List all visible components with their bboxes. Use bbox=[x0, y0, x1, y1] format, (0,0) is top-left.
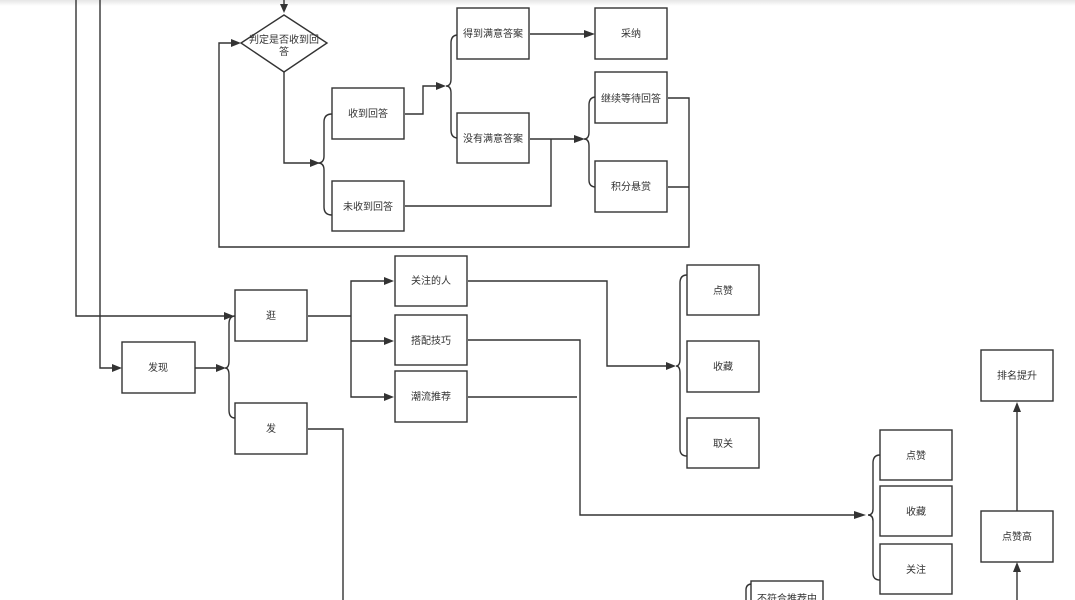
node-discover[interactable]: 发现 bbox=[121, 341, 196, 394]
node-label: 收藏 bbox=[906, 505, 926, 518]
brace-decision bbox=[317, 113, 333, 216]
node-label: 发 bbox=[266, 422, 276, 435]
node-satisfied[interactable]: 得到满意答案 bbox=[456, 7, 530, 60]
node-post[interactable]: 发 bbox=[234, 402, 308, 455]
arrow-into-trend bbox=[384, 393, 394, 401]
node-many-likes[interactable]: 点赞高 bbox=[980, 510, 1054, 563]
arrow-into-matching bbox=[384, 337, 394, 345]
edge-left-to-discover bbox=[99, 0, 116, 369]
node-like-1[interactable]: 点赞 bbox=[686, 264, 760, 316]
node-label: 取关 bbox=[713, 437, 733, 450]
node-label: 不符合推荐中 bbox=[757, 592, 817, 600]
node-received[interactable]: 收到回答 bbox=[331, 87, 405, 140]
arrow-into-decision-left bbox=[231, 39, 241, 47]
node-label: 发现 bbox=[148, 361, 168, 374]
node-label: 未收到回答 bbox=[343, 200, 393, 213]
node-trend-recommend[interactable]: 潮流推荐 bbox=[394, 370, 468, 423]
brace-matching bbox=[867, 454, 881, 581]
arrow-into-decision-top bbox=[280, 4, 288, 13]
edge-received-to-brace bbox=[405, 85, 442, 115]
node-label: 逛 bbox=[266, 309, 276, 322]
nodes: 判定是否收到回 答 收到回答 未收到回答 得到满意答案 没有满意答案 采纳 继续… bbox=[121, 7, 1054, 600]
node-label: 得到满意答案 bbox=[463, 27, 523, 40]
node-label: 关注的人 bbox=[411, 274, 451, 287]
node-not-recommended[interactable]: 不符合推荐中 bbox=[750, 580, 824, 600]
node-label: 收到回答 bbox=[348, 107, 388, 120]
edge-post-down bbox=[308, 428, 344, 600]
node-label: 继续等待回答 bbox=[601, 92, 661, 105]
node-label: 点赞 bbox=[906, 449, 926, 462]
canvas-top-edge bbox=[0, 0, 1075, 6]
node-following[interactable]: 关注的人 bbox=[394, 255, 468, 307]
node-matching-tips[interactable]: 搭配技巧 bbox=[394, 314, 468, 366]
edge-matching-to-brace bbox=[468, 339, 858, 516]
node-decision[interactable]: 判定是否收到回 答 bbox=[239, 14, 329, 73]
edge-loop-back bbox=[218, 42, 690, 248]
node-points-reward[interactable]: 积分悬赏 bbox=[594, 160, 668, 213]
node-label: 排名提升 bbox=[997, 369, 1037, 382]
arrow-into-discover bbox=[112, 364, 122, 372]
node-label: 积分悬赏 bbox=[611, 181, 651, 193]
arrow-into-brace-unsatisfied bbox=[574, 135, 585, 143]
node-favorite-1[interactable]: 收藏 bbox=[686, 340, 760, 393]
node-label: 没有满意答案 bbox=[463, 132, 523, 145]
node-decision-line-2: 答 bbox=[279, 45, 289, 58]
node-label: 搭配技巧 bbox=[411, 334, 451, 347]
arrow-into-browse bbox=[224, 312, 234, 320]
brace-discover bbox=[224, 315, 236, 419]
edge-decision-to-brace bbox=[283, 72, 316, 164]
arrow-into-brace-discover bbox=[216, 364, 226, 372]
node-unfollow[interactable]: 取关 bbox=[686, 417, 760, 469]
brace-following bbox=[675, 274, 688, 457]
edge-following-to-brace bbox=[468, 280, 672, 367]
node-follow[interactable]: 关注 bbox=[879, 543, 953, 595]
node-label: 点赞 bbox=[713, 284, 733, 297]
edge-not-received-to-brace bbox=[405, 139, 552, 207]
node-like-2[interactable]: 点赞 bbox=[879, 429, 953, 481]
arrowheads bbox=[112, 4, 1021, 572]
node-label: 采纳 bbox=[621, 27, 641, 40]
arrow-into-following bbox=[384, 277, 394, 285]
edge-left-to-browse bbox=[75, 0, 228, 317]
edge-browse-to-branches bbox=[308, 280, 388, 398]
node-adopt[interactable]: 采纳 bbox=[594, 7, 668, 60]
arrow-into-adopt bbox=[584, 30, 595, 38]
node-decision-line-1: 判定是否收到回 bbox=[249, 33, 319, 46]
node-label: 潮流推荐 bbox=[411, 390, 451, 403]
connectors bbox=[75, 0, 1018, 600]
arrow-into-many-likes bbox=[1013, 562, 1021, 572]
node-label: 收藏 bbox=[713, 360, 733, 373]
node-label: 点赞高 bbox=[1002, 530, 1032, 543]
node-keep-waiting[interactable]: 继续等待回答 bbox=[594, 71, 668, 124]
node-label: 关注 bbox=[906, 563, 926, 576]
node-rank-up[interactable]: 排名提升 bbox=[980, 349, 1054, 402]
node-browse[interactable]: 逛 bbox=[234, 289, 308, 342]
arrow-into-brace-received bbox=[436, 82, 446, 90]
node-not-received[interactable]: 未收到回答 bbox=[331, 180, 405, 232]
node-unsatisfied[interactable]: 没有满意答案 bbox=[456, 112, 530, 164]
arrow-into-brace-decision bbox=[310, 159, 320, 167]
brace-received bbox=[445, 34, 459, 139]
arrow-into-brace-following bbox=[666, 362, 676, 370]
arrow-into-rank-up bbox=[1013, 402, 1021, 412]
arrow-into-brace-matching bbox=[854, 511, 866, 519]
node-favorite-2[interactable]: 收藏 bbox=[879, 485, 953, 537]
brace-unsatisfied bbox=[583, 96, 597, 188]
